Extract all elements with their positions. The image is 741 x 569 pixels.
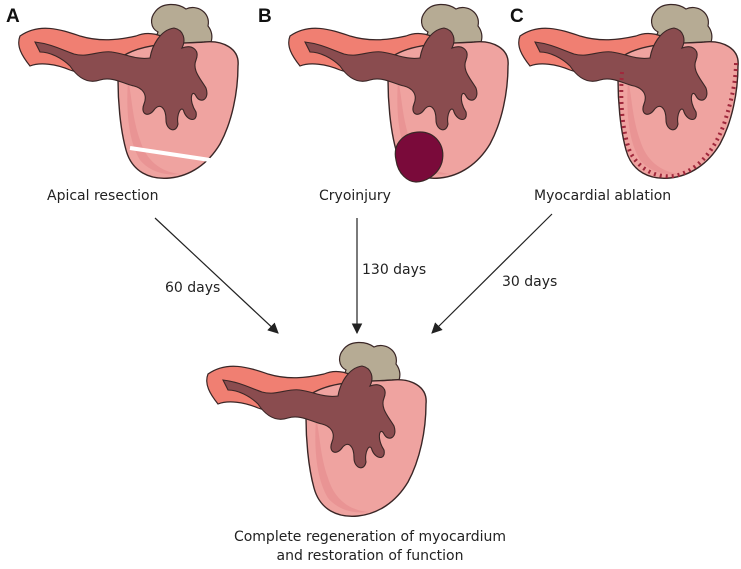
- label-myocardial-ablation: Myocardial ablation: [534, 188, 672, 204]
- heart-myocardial-ablation: [518, 3, 739, 179]
- heart-regenerated: [206, 341, 427, 517]
- duration-cryoinjury: 130 days: [362, 262, 427, 278]
- heart-apical-resection: [18, 3, 239, 179]
- label-apical-resection: Apical resection: [47, 188, 159, 204]
- panel-letter-a: A: [6, 6, 20, 27]
- heart-cryoinjury: [288, 3, 509, 183]
- resection-line: [129, 146, 211, 162]
- duration-apical-resection: 60 days: [165, 280, 221, 296]
- cryo-lesion: [394, 131, 444, 183]
- outcome-line-1: Complete regeneration of myocardium: [233, 529, 507, 545]
- label-cryoinjury: Cryoinjury: [319, 188, 391, 204]
- arrow-apical-resection: [154, 217, 279, 334]
- duration-myocardial-ablation: 30 days: [502, 274, 558, 290]
- panel-letter-c: C: [510, 6, 524, 27]
- outcome-line-2: and restoration of function: [276, 548, 464, 564]
- outcome-caption: Complete regeneration of myocardium and …: [170, 528, 570, 566]
- panel-letter-b: B: [258, 6, 272, 27]
- arrow-myocardial-ablation: [431, 213, 553, 334]
